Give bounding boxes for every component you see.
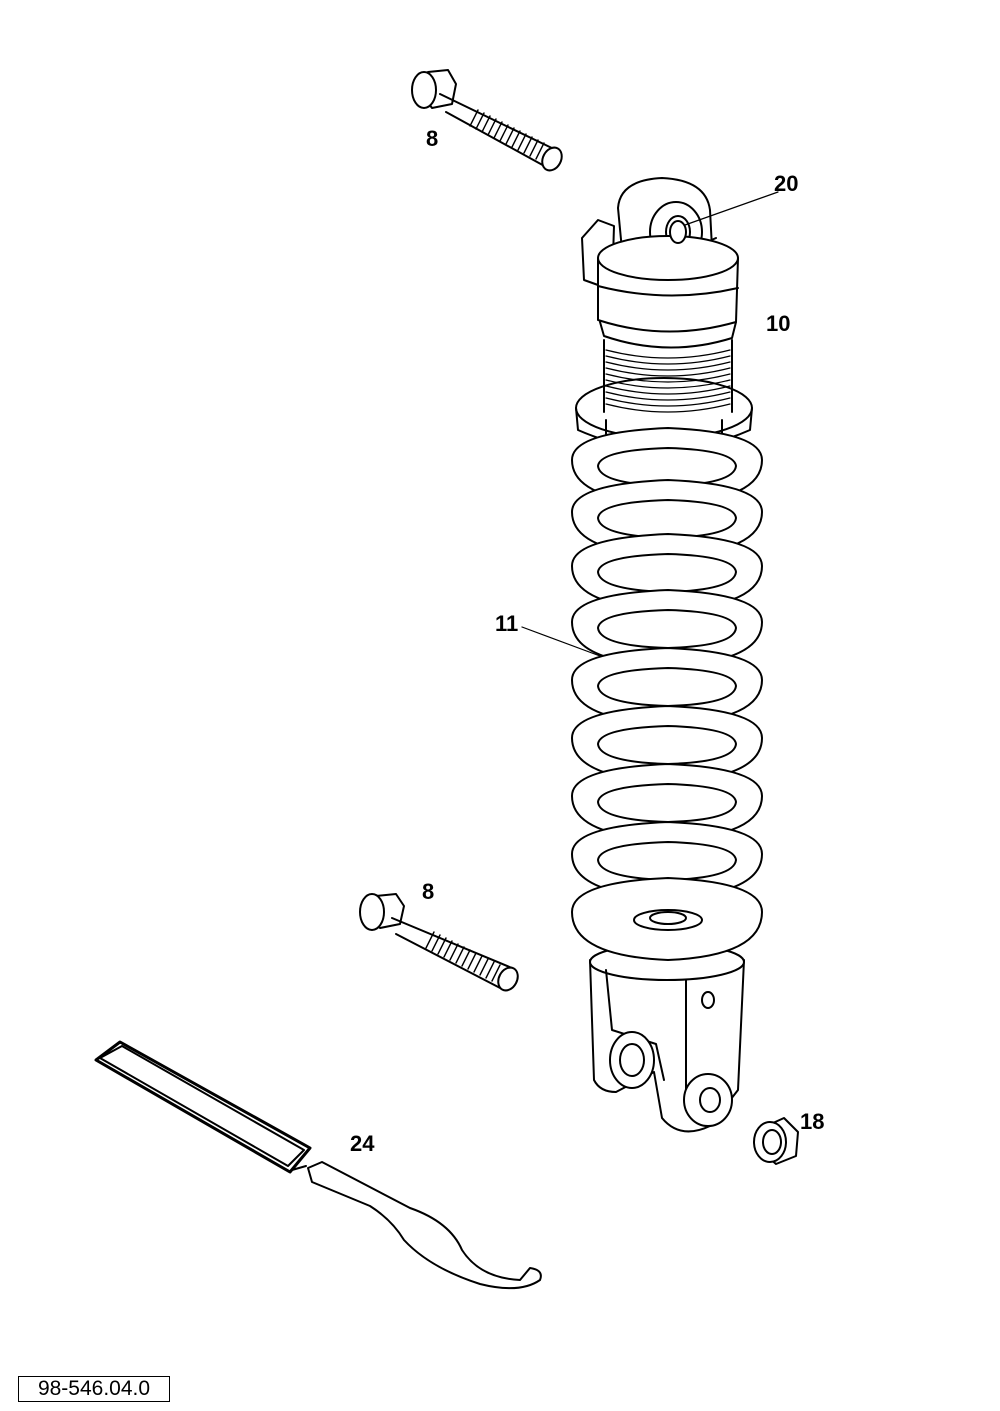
flange-bolt-upper-icon (411, 69, 563, 172)
flange-bolt-lower-icon (359, 893, 519, 992)
callout-10: 10 (766, 311, 791, 336)
shock-absorber-icon (575, 177, 753, 1133)
callout-18: 18 (800, 1109, 825, 1134)
flange-nut-icon (753, 1117, 799, 1165)
callout-8-lower: 8 (422, 879, 435, 904)
coil-spring-icon (571, 427, 763, 961)
drawing-code-label: 98-546.04.0 (18, 1376, 170, 1402)
bushing-top-icon (669, 220, 687, 244)
callout-11: 11 (495, 611, 519, 636)
leader-lines (521, 191, 779, 657)
spanner-wrench-icon (94, 1040, 542, 1290)
callout-24: 24 (350, 1131, 375, 1156)
callout-20: 20 (774, 171, 799, 196)
callout-8-upper: 8 (426, 126, 439, 151)
